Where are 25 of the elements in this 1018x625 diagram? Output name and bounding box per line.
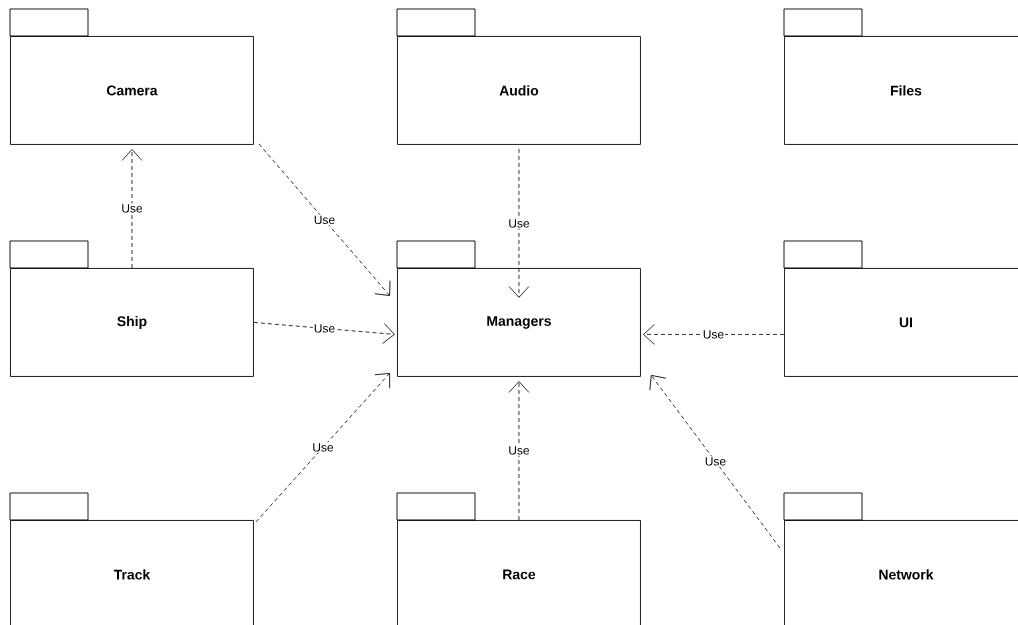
package-box: Managers	[396, 240, 641, 377]
package-box: Files	[783, 8, 1018, 145]
dependency-arrow	[643, 324, 785, 345]
dependency-arrow	[508, 381, 530, 521]
package-box: Camera	[9, 8, 254, 145]
edge-label: Use	[507, 218, 531, 229]
edge-label: Use	[312, 323, 337, 334]
package-box: Network	[783, 492, 1018, 625]
package-box: Ship	[9, 240, 254, 377]
package-box: Audio	[396, 8, 641, 145]
edge-label: Use	[507, 445, 531, 456]
edge-label: Use	[701, 329, 726, 340]
package-box: UI	[783, 240, 1018, 377]
package-box: Track	[9, 492, 254, 625]
edge-label: Use	[312, 214, 337, 226]
package-box: Race	[396, 492, 641, 625]
edge-label: Use	[120, 203, 144, 214]
dependency-arrow	[258, 143, 391, 296]
dependency-arrow	[649, 374, 781, 549]
edge-label: Use	[703, 456, 728, 467]
dependency-arrow	[253, 322, 395, 344]
edge-label: Use	[311, 442, 335, 453]
dependency-arrow	[121, 149, 143, 269]
dependency-arrow	[255, 372, 391, 523]
dependency-arrow	[508, 148, 530, 298]
